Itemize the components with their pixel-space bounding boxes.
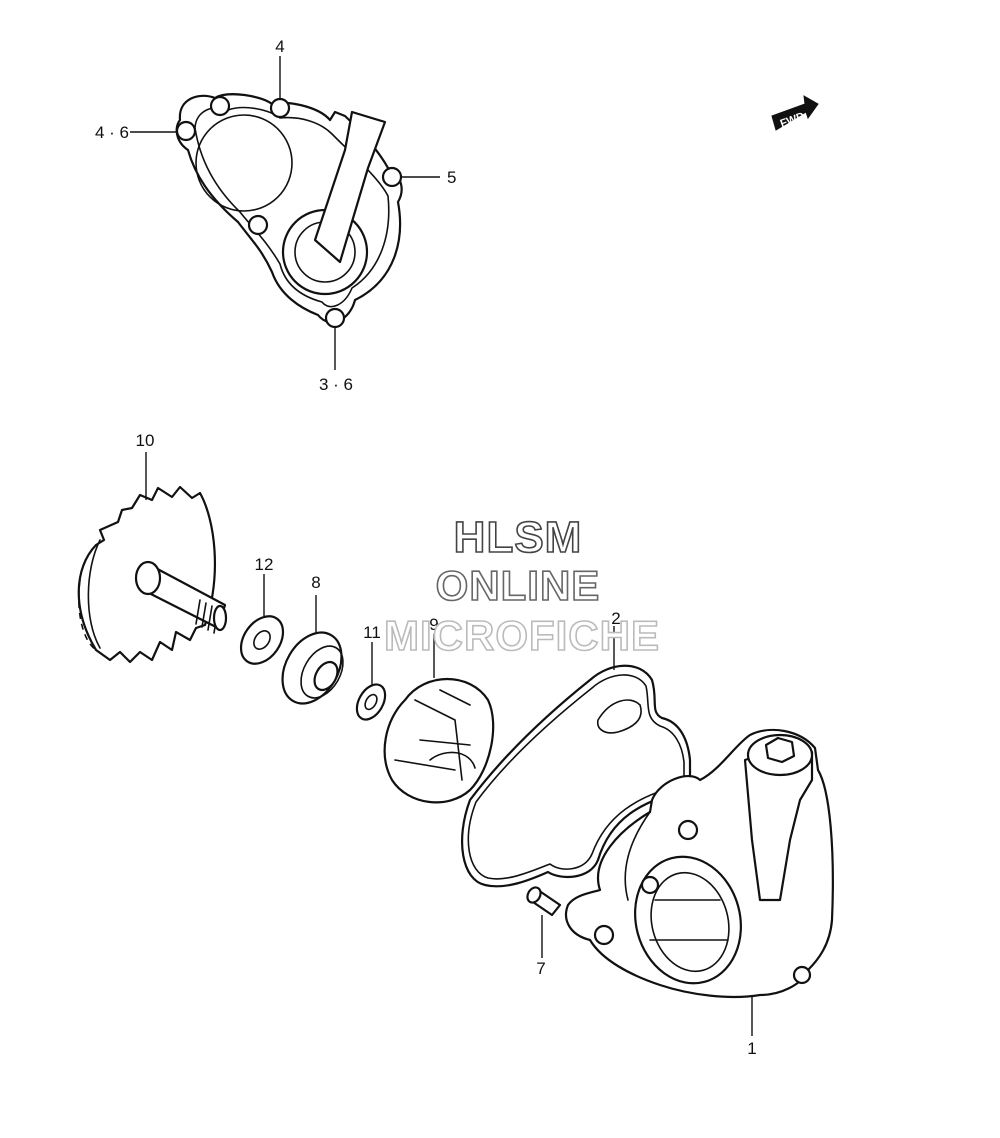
washer-11: [355, 683, 387, 721]
watermark-line2: ONLINE: [436, 562, 601, 609]
washer-12: [239, 615, 285, 665]
callout-8: 8: [311, 573, 320, 592]
callout-5: 5: [447, 168, 456, 187]
callout-7: 7: [536, 959, 545, 978]
callout-4-6: 4 · 6: [95, 123, 129, 142]
pump-cover: [175, 93, 403, 329]
callout-1: 1: [747, 1039, 756, 1058]
leader-lines: [130, 56, 753, 1036]
watermark: HLSM ONLINE MICROFICHE: [383, 512, 660, 660]
watermark-line3: MICROFICHE: [384, 612, 660, 659]
callout-12: 12: [255, 555, 274, 574]
pump-body-1: [564, 728, 834, 999]
impeller-9: [383, 678, 495, 804]
impeller-gear-shaft: [77, 485, 228, 664]
dowel-pin-7: [526, 886, 562, 917]
callout-3-6: 3 · 6: [319, 375, 353, 394]
callout-4: 4: [275, 37, 284, 56]
watermark-line1: HLSM: [454, 513, 583, 562]
callout-labels: 4 4 · 6 5 3 · 6 10 12 8 11 9 2 7 1: [95, 37, 757, 1058]
mechanical-seal-8: [281, 631, 344, 705]
callout-9: 9: [429, 615, 438, 634]
callout-2: 2: [611, 609, 620, 628]
forward-direction-badge: FWD: [771, 95, 819, 131]
callout-10: 10: [136, 431, 155, 450]
callout-11: 11: [363, 623, 381, 642]
